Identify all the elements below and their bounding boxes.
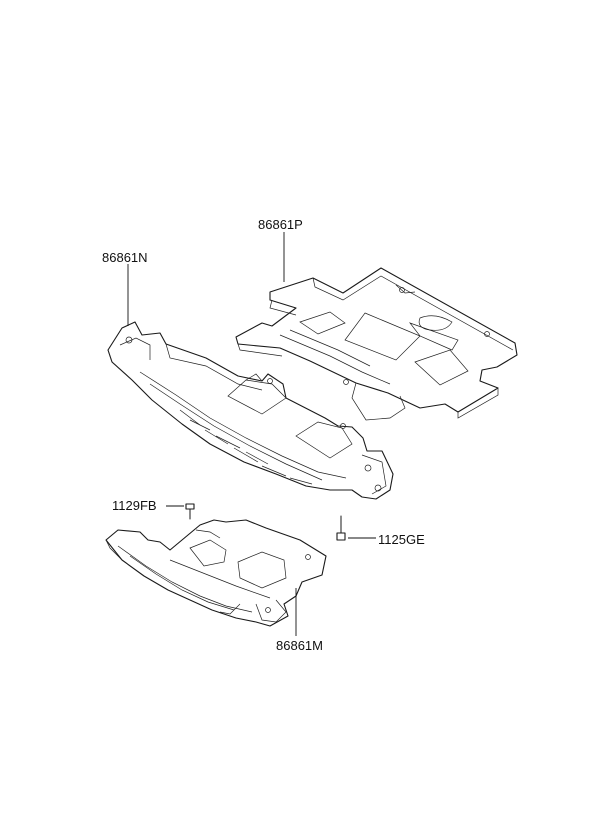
part-label-86861n[interactable]: 86861N [102,250,148,265]
part-label-86861p[interactable]: 86861P [258,217,303,232]
bolt-1129fb-icon[interactable] [185,503,195,520]
guard-86861n[interactable] [107,321,394,500]
guard-86861m[interactable] [105,519,327,627]
panel-86861p[interactable] [235,267,518,421]
bolt-1125ge-icon[interactable] [336,515,346,541]
part-label-86861m[interactable]: 86861M [276,638,323,653]
part-label-1129fb[interactable]: 1129FB [112,498,157,513]
part-label-1125ge[interactable]: 1125GE [378,532,425,547]
